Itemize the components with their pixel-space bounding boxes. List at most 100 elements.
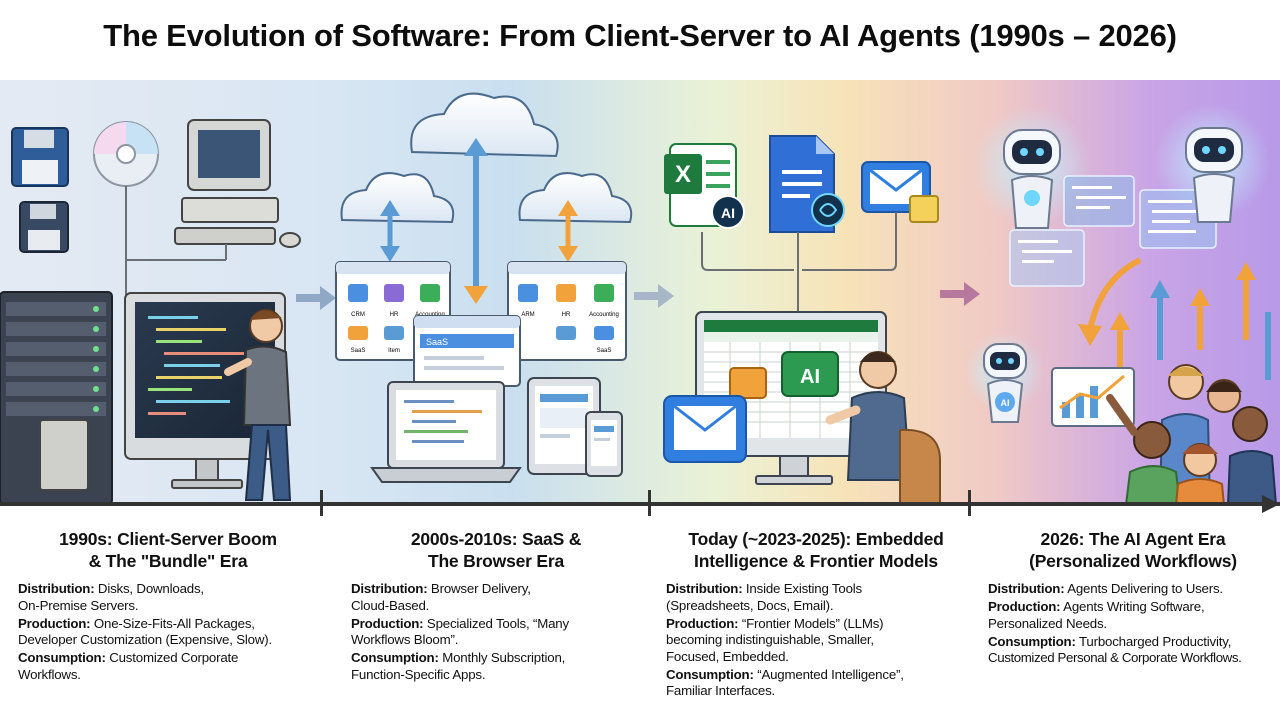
timeline-axis <box>0 502 1280 506</box>
consumption-label: Consumption: <box>988 633 1076 649</box>
distribution-label: Distribution: <box>988 581 1065 596</box>
timeline-tick <box>320 490 323 516</box>
consumption-text: Function-Specific Apps. <box>351 666 486 682</box>
distribution-line: Distribution: Browser Delivery,Cloud-Bas… <box>351 581 641 614</box>
production-text: Focused, Embedded. <box>666 648 789 664</box>
distribution-label: Distribution: <box>351 581 428 596</box>
timeline-arrowhead <box>1262 495 1280 513</box>
era-details: Distribution: Disks, Downloads,On-Premis… <box>18 581 318 683</box>
code-panel <box>1009 229 1085 287</box>
ai-screen-label: AI <box>800 366 820 388</box>
production-label: Production: <box>666 615 739 631</box>
distribution-line: Distribution: Disks, Downloads,On-Premis… <box>18 581 318 614</box>
distribution-text: (Spreadsheets, Docs, Email). <box>666 597 834 613</box>
consumption-text: Turbocharged Productivity, <box>1075 633 1232 649</box>
production-label: Production: <box>988 599 1061 614</box>
production-text: Agents Writing Software, <box>1060 599 1205 614</box>
distribution-line: Distribution: Agents Delivering to Users… <box>988 581 1278 598</box>
production-text: becoming indistinguishable, Smaller, <box>666 632 874 647</box>
cloud-icon <box>340 172 455 224</box>
distribution-text: Agents Delivering to Users. <box>1064 581 1223 596</box>
page-title: The Evolution of Software: From Client-S… <box>103 18 1177 53</box>
app-label: Item <box>388 348 400 354</box>
sync-arrow-icon <box>380 200 400 262</box>
sync-arrow-icon <box>464 138 488 304</box>
era-details: Distribution: Agents Delivering to Users… <box>988 581 1278 667</box>
production-text: Workflows Bloom”. <box>351 632 459 647</box>
robot-ai-badge: AI <box>1001 398 1010 408</box>
era-heading-line: Today (~2023-2025): Embedded <box>688 529 944 549</box>
app-label: ARM <box>521 312 534 318</box>
timeline-tick <box>648 490 651 516</box>
production-text: Specialized Tools, “Many <box>423 615 569 631</box>
consumption-line: Consumption: Turbocharged Productivity,C… <box>988 634 1278 667</box>
era-heading: Today (~2023-2025): Embedded Intelligenc… <box>666 528 966 572</box>
era-ai-agents: 2026: The AI Agent Era (Personalized Wor… <box>988 528 1278 718</box>
developer-person-icon <box>224 309 292 501</box>
era-heading-line: 2000s-2010s: SaaS & <box>410 529 582 549</box>
production-text: Personalized Needs. <box>988 615 1107 631</box>
people-group-icon <box>1106 364 1278 505</box>
illustration-svg: CRM HR Accounting SaaS Item ARM HR Accou… <box>0 92 1278 505</box>
cd-disc-icon <box>93 121 159 187</box>
spreadsheet-icon: X AI <box>664 143 745 229</box>
era-1990s: 1990s: Client-Server Boom & The "Bundle"… <box>18 528 318 718</box>
era-heading: 1990s: Client-Server Boom & The "Bundle"… <box>18 528 318 572</box>
ai-badge: AI <box>721 205 735 221</box>
app-label: HR <box>390 312 399 318</box>
era-heading-line: (Personalized Workflows) <box>1029 551 1237 571</box>
user-person-icon <box>825 351 941 505</box>
distribution-text: On-Premise Servers. <box>18 597 139 613</box>
mail-icon <box>663 395 747 463</box>
ai-robot-icon <box>1185 127 1243 223</box>
document-icon <box>769 135 845 233</box>
production-line: Production: One-Size-Fits-All Packages,D… <box>18 616 318 649</box>
ai-robot-icon: AI <box>964 332 1044 423</box>
consumption-label: Consumption: <box>351 650 439 665</box>
consumption-text: Customized Personal & Corporate Workflow… <box>988 650 1242 665</box>
code-panel <box>1063 175 1135 227</box>
era2-illustration: CRM HR Accounting SaaS Item ARM HR Accou… <box>335 92 633 483</box>
production-text: “Frontier Models” (LLMs) <box>738 615 884 631</box>
production-line: Production: “Frontier Models” (LLMs)beco… <box>666 616 966 666</box>
desktop-computer-icon <box>174 119 301 248</box>
app-label: CRM <box>351 312 365 318</box>
cloud-icon <box>518 172 633 224</box>
saas-browser-window: SaaS <box>413 315 521 387</box>
consumption-text: Monthly Subscription, <box>438 650 566 665</box>
app-label: Accounting <box>589 312 619 318</box>
cloud-icon <box>410 92 559 158</box>
era-heading-line: 1990s: Client-Server Boom <box>59 529 277 549</box>
distribution-label: Distribution: <box>18 581 95 596</box>
era-details: Distribution: Inside Existing Tools(Spre… <box>666 581 966 700</box>
consumption-label: Consumption: <box>666 666 754 682</box>
ai-robot-icon <box>1003 129 1061 229</box>
consumption-line: Consumption: “Augmented Intelligence”,Fa… <box>666 667 966 700</box>
production-text: One-Size-Fits-All Packages, <box>90 615 255 631</box>
era-heading-line: The Browser Era <box>427 551 565 571</box>
consumption-line: Consumption: Monthly Subscription,Functi… <box>351 650 641 683</box>
era-heading: 2026: The AI Agent Era (Personalized Wor… <box>988 528 1278 572</box>
consumption-text: Familiar Interfaces. <box>666 683 776 698</box>
growth-arrow-icon <box>1110 262 1271 380</box>
consumption-text: Customized Corporate <box>105 650 239 665</box>
consumption-text: “Augmented Intelligence”, <box>753 666 904 682</box>
app-label: SaaS <box>597 348 612 354</box>
app-label: SaaS <box>351 348 366 354</box>
production-label: Production: <box>351 615 424 631</box>
floppy-disk-icon <box>11 127 69 187</box>
distribution-text: Cloud-Based. <box>351 597 430 613</box>
mail-icon <box>861 161 939 223</box>
distribution-text: Inside Existing Tools <box>742 581 862 596</box>
production-text: Developer Customization (Expensive, Slow… <box>18 632 272 647</box>
distribution-line: Distribution: Inside Existing Tools(Spre… <box>666 581 966 614</box>
laptop-icon <box>370 381 522 483</box>
era1-illustration <box>0 119 301 505</box>
tablet-icon <box>527 377 601 475</box>
era-saas: 2000s-2010s: SaaS & The Browser Era Dist… <box>351 528 641 718</box>
timeline-tick <box>968 490 971 516</box>
evolution-illustration: CRM HR Accounting SaaS Item ARM HR Accou… <box>0 80 1280 505</box>
era-details: Distribution: Browser Delivery,Cloud-Bas… <box>351 581 641 683</box>
